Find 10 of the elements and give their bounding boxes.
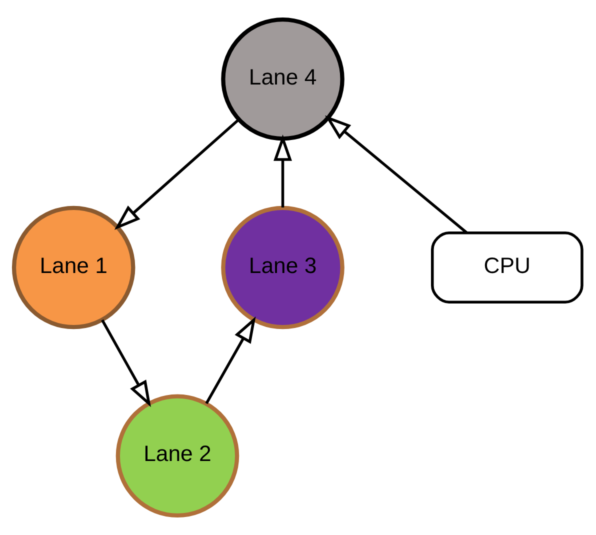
node-box: CPU — [430, 231, 584, 304]
node-circle: Lane 2 — [116, 394, 240, 518]
node-circle: Lane 4 — [221, 17, 344, 141]
node-circle: Lane 3 — [221, 206, 344, 330]
arrow — [324, 115, 468, 234]
node-circle: Lane 1 — [12, 206, 136, 330]
arrow — [205, 316, 256, 404]
arrow — [274, 134, 292, 208]
arrow — [114, 118, 240, 230]
arrow — [101, 319, 151, 408]
